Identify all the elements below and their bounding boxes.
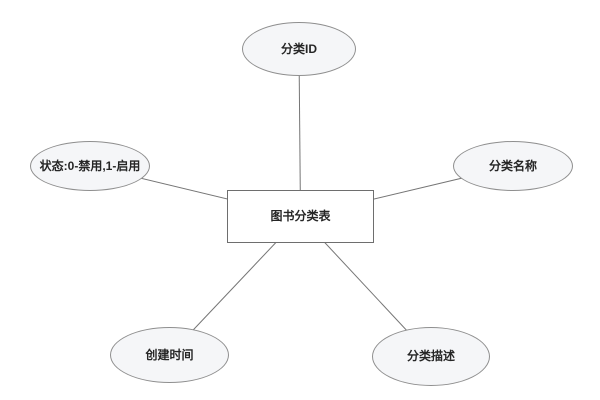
attribute-node-category-description: 分类描述 <box>372 327 490 386</box>
attribute-label-category-description: 分类描述 <box>406 349 455 364</box>
attribute-label-status: 状态:0-禁用,1-启用 <box>39 158 141 173</box>
attribute-node-created-time: 创建时间 <box>110 327 229 383</box>
attribute-label-category-name: 分类名称 <box>488 158 537 173</box>
attribute-node-category-id: 分类ID <box>242 22 356 76</box>
attribute-node-category-name: 分类名称 <box>453 141 573 191</box>
attribute-label-category-id: 分类ID <box>280 41 317 56</box>
attribute-label-created-time: 创建时间 <box>145 347 194 362</box>
attribute-node-status: 状态:0-禁用,1-启用 <box>30 141 150 191</box>
entity-node-book-category-table: 图书分类表 <box>227 190 374 243</box>
edge-entity-to-category-id <box>298 48 301 217</box>
entity-label-book-category-table: 图书分类表 <box>270 209 331 224</box>
